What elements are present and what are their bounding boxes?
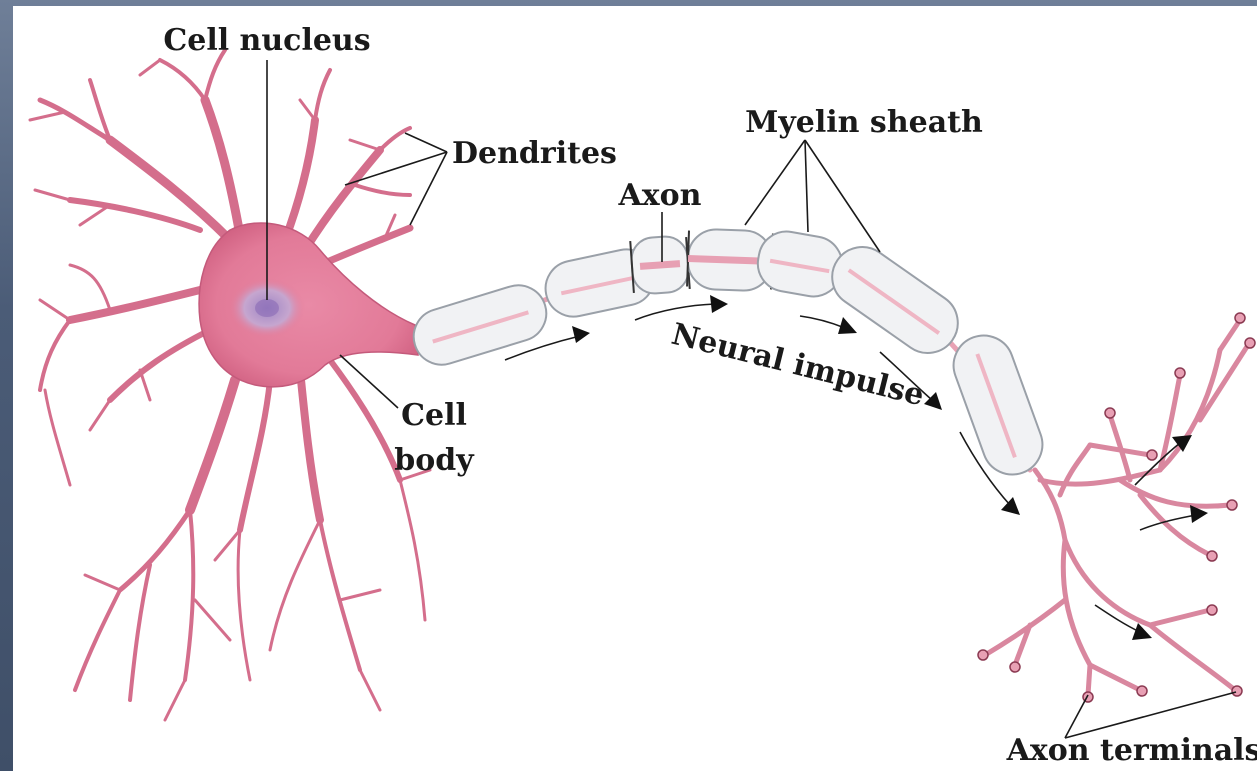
axon-terminals-group xyxy=(978,313,1255,702)
label-myelin-sheath: Myelin sheath xyxy=(745,105,983,140)
myelin-segment xyxy=(407,278,553,371)
label-axon-terminals: Axon terminals xyxy=(1006,733,1257,768)
myelin-segment xyxy=(753,227,846,301)
label-dendrites: Dendrites xyxy=(452,136,617,171)
dendrites-group xyxy=(30,50,430,720)
label-cell-nucleus: Cell nucleus xyxy=(163,23,370,58)
nucleolus xyxy=(255,299,279,317)
impulse-arrows xyxy=(505,295,1208,640)
myelin-segment-cut xyxy=(630,235,690,295)
myelin-segment xyxy=(820,235,969,364)
myelin-segment xyxy=(945,327,1051,483)
label-axon: Axon xyxy=(618,178,702,213)
label-cell-body-line1: Cell xyxy=(401,398,467,433)
label-cell-body-line2: body xyxy=(394,443,475,478)
